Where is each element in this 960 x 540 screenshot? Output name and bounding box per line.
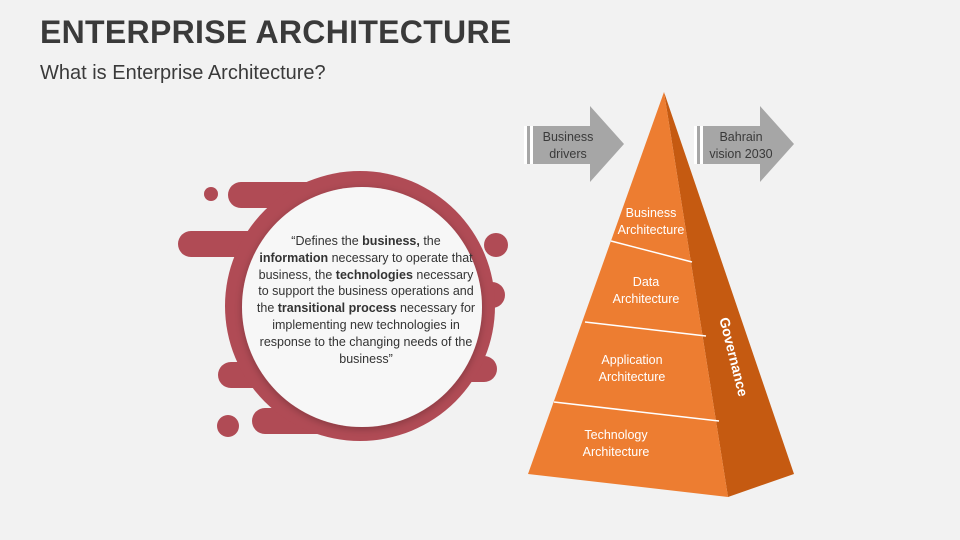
pyramid-level-technology-line1: Technology xyxy=(584,428,648,442)
ring-dot-right xyxy=(484,233,508,257)
quote-segment: necessary for implementing new technolog… xyxy=(259,301,476,366)
pyramid-level-business-line2: Architecture xyxy=(618,223,685,237)
quote-segment: technologies xyxy=(335,267,413,282)
quote-segment: necessary to operate that business, the xyxy=(258,250,473,282)
pyramid-front-face xyxy=(528,92,728,497)
quote-segment: “Defines the xyxy=(291,234,363,248)
business-drivers-arrow: Business drivers xyxy=(524,106,624,182)
pyramid-level-data-line2: Architecture xyxy=(613,292,680,306)
quote-segment: transitional process xyxy=(277,301,397,316)
pyramid-level-business-line1: Business xyxy=(626,206,677,220)
bahrain-vision-label-line2: vision 2030 xyxy=(709,147,772,161)
bahrain-vision-label-line1: Bahrain xyxy=(719,130,762,144)
quote-segment: necessary to support the business operat… xyxy=(256,267,474,316)
enterprise-architecture-definition: “Defines the business, the information n… xyxy=(256,233,476,367)
pyramid-level-application-line2: Architecture xyxy=(599,370,666,384)
quote-segment: the xyxy=(419,234,441,248)
pyramid-level-technology-line2: Architecture xyxy=(583,445,650,459)
quote-ring-group xyxy=(178,171,508,441)
business-drivers-label-line1: Business xyxy=(543,130,594,144)
business-drivers-label-line2: drivers xyxy=(549,147,587,161)
bahrain-vision-arrow: Bahrain vision 2030 xyxy=(694,106,794,182)
quote-circle xyxy=(242,187,482,427)
ring-dot-top-left xyxy=(204,187,218,201)
pyramid-level-application-line1: Application xyxy=(601,353,662,367)
pyramid-level-data-line1: Data xyxy=(633,275,659,289)
quote-segment: information xyxy=(259,250,329,265)
ring-dot-bottom-left xyxy=(217,415,239,437)
pyramid-side-face xyxy=(664,92,794,497)
page-subtitle: What is Enterprise Architecture? xyxy=(40,62,326,84)
page-title: ENTERPRISE ARCHITECTURE xyxy=(40,14,512,50)
quote-segment: business, xyxy=(362,234,420,248)
pyramid: Business Architecture Data Architecture … xyxy=(528,92,794,497)
